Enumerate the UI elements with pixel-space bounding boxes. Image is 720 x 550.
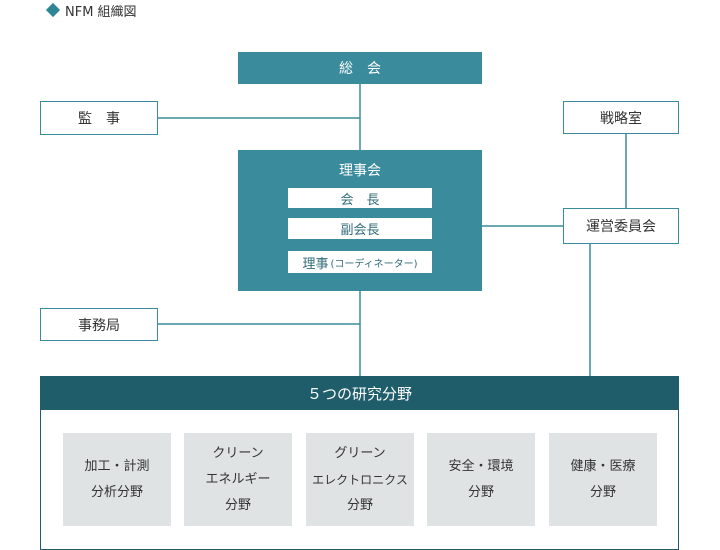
field-4-line-2: 分野 [467,484,494,500]
board-title: 理事会 [339,163,381,179]
field-4-line-1: 安全・環境 [448,458,514,474]
steering-committee-box: 運営委員会 [563,208,679,244]
chart-header: NFM 組織図 [45,0,137,20]
field-clean-energy: クリーン エネルギー 分野 [184,433,292,526]
director-label: 理事 [302,256,329,272]
chart-title: NFM 組織図 [65,4,137,20]
field-2-line-2: エネルギー [205,471,271,487]
field-1-line-2: 分析分野 [90,484,143,500]
board-box: 理事会 会 長 副会長 理事(コーディネーター) [238,150,482,291]
field-1-line-1: 加工・計測 [84,458,150,474]
research-fields-header: ５つの研究分野 [40,376,679,410]
field-green-electronics: グリーン エレクトロニクス 分野 [306,433,414,526]
president-box: 会 長 [288,188,432,208]
field-processing-measurement: 加工・計測 分析分野 [63,433,171,526]
steering-committee-label: 運営委員会 [586,219,656,235]
general-assembly-box: 総 会 [238,52,482,84]
director-box: 理事(コーディネーター) [288,251,432,273]
strategy-office-box: 戦略室 [563,101,679,134]
research-fields-title: ５つの研究分野 [306,384,412,403]
field-2-line-1: クリーン [212,445,264,461]
secretariat-label: 事務局 [78,317,120,334]
field-5-line-1: 健康・医療 [570,458,636,474]
auditor-label: 監 事 [78,111,120,127]
vice-president-box: 副会長 [288,218,432,239]
director-note: (コーディネーター) [330,258,418,270]
field-3-line-3: 分野 [346,497,373,513]
field-2-line-3: 分野 [224,497,251,513]
general-assembly-label: 総 会 [339,61,381,77]
secretariat-box: 事務局 [40,308,158,341]
auditor-box: 監 事 [40,101,158,135]
field-health-medical: 健康・医療 分野 [549,433,657,526]
field-5-line-2: 分野 [589,484,616,500]
field-3-line-2: エレクトロニクス [312,472,408,487]
strategy-office-label: 戦略室 [600,110,642,127]
vice-president-label: 副会長 [340,223,380,238]
field-safety-environment: 安全・環境 分野 [427,433,535,526]
field-3-line-1: グリーン [334,445,386,461]
diamond-icon [45,2,61,18]
president-label: 会 長 [340,192,380,208]
